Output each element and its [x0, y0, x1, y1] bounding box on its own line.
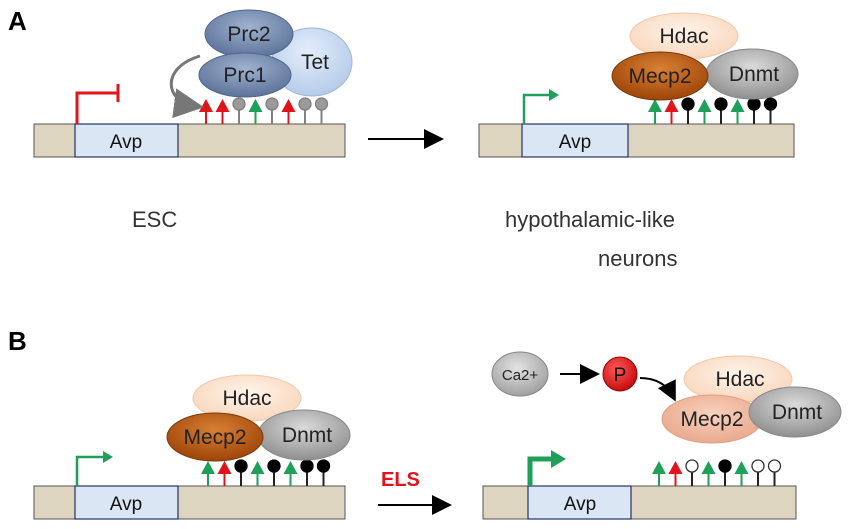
- avp-gene-box: [521, 123, 629, 158]
- panel-a-esc-locus: Avp: [33, 84, 346, 158]
- hdac-label: Hdac: [659, 25, 708, 48]
- active-promoter-icon: [522, 93, 550, 124]
- panel-a-esc-complex: Tet Prc2 Prc1: [169, 9, 353, 119]
- unmethylated-cpg: [298, 97, 312, 124]
- active-promoter-arrowhead: [103, 451, 113, 463]
- prc2-label: Prc2: [227, 23, 270, 46]
- mecp2-label: Mecp2: [183, 426, 246, 449]
- active-promoter-icon: [75, 455, 104, 486]
- methylation-marks: [199, 97, 329, 124]
- demethylated-cpg: [751, 459, 765, 486]
- avp-gene-box: [74, 123, 179, 158]
- methylated-cpg: [718, 459, 732, 486]
- avp-gene-box: [74, 485, 179, 520]
- active-histone-mark: [730, 99, 745, 124]
- mecp2-protein: [166, 412, 264, 462]
- avp-gene-box: [527, 485, 632, 520]
- panel-b-els-complex: Hdac Mecp2 Dnmt: [661, 355, 842, 444]
- mecp2-label: Mecp2: [680, 408, 743, 431]
- dnmt-label: Dnmt: [282, 424, 332, 447]
- active-histone-mark: [283, 461, 298, 486]
- repressive-histone-mark: [199, 99, 213, 124]
- methylated-cpg: [714, 97, 728, 124]
- demethylated-cpg: [767, 459, 782, 486]
- panel-a-neuron-complex: Hdac Dnmt Mecp2: [611, 12, 799, 101]
- dnmt-protein: [748, 386, 842, 438]
- active-histone-mark: [734, 461, 749, 486]
- neuron-caption-line1: hypothalamic-like: [505, 207, 675, 232]
- unmethylated-cpg: [232, 97, 246, 124]
- phospho-label: P: [614, 365, 627, 386]
- methylated-cpg: [316, 459, 331, 486]
- repressive-histone-mark: [217, 461, 232, 486]
- hdac-label: Hdac: [222, 387, 271, 410]
- active-histone-mark: [648, 99, 662, 124]
- hdac-label: Hdac: [715, 368, 764, 391]
- neuron-caption-line2: neurons: [598, 246, 678, 271]
- repressed-promoter-icon: [75, 84, 120, 124]
- methylation-marks: [652, 459, 782, 486]
- panel-b-label: B: [8, 326, 27, 356]
- mecp2-protein: [611, 51, 709, 101]
- methylated-cpg: [267, 459, 281, 486]
- active-histone-mark: [201, 461, 215, 486]
- avp-gene-label: Avp: [564, 494, 596, 515]
- dnmt-label: Dnmt: [729, 63, 779, 86]
- methylated-cpg: [300, 459, 314, 486]
- panel-a-label: A: [8, 6, 27, 36]
- methylation-marks: [201, 459, 331, 486]
- active-histone-mark: [250, 461, 265, 486]
- panel-b-els-locus: Avp: [482, 450, 797, 520]
- active-promoter-arrowhead: [549, 89, 559, 101]
- avp-gene-label: Avp: [559, 132, 591, 153]
- panel-a-neuron-locus: Avp: [478, 89, 795, 158]
- methylated-cpg: [234, 459, 248, 486]
- calcium-label: Ca2+: [502, 367, 539, 384]
- els-label: ELS: [381, 469, 420, 491]
- active-histone-mark: [697, 99, 712, 124]
- recruitment-arrow-icon: [169, 54, 204, 119]
- panel-b-signaling: Ca2+ P: [491, 351, 676, 402]
- methylated-cpg: [763, 97, 778, 124]
- active-histone-mark: [701, 461, 716, 486]
- phospho-arrow-icon: [639, 377, 676, 402]
- methylated-cpg: [681, 97, 695, 124]
- strong-promoter-icon: [527, 456, 553, 486]
- repressive-histone-mark: [668, 461, 683, 486]
- avp-gene-label: Avp: [110, 494, 142, 515]
- panel-b-baseline-locus: Avp: [33, 451, 346, 520]
- phospho-group: [602, 356, 638, 392]
- active-histone-mark: [248, 99, 263, 124]
- methylated-cpg: [747, 97, 761, 124]
- unmethylated-cpg: [265, 97, 279, 124]
- dnmt-label: Dnmt: [772, 401, 822, 424]
- calcium-ion: [491, 351, 549, 397]
- demethylated-cpg: [685, 459, 699, 486]
- avp-gene-label: Avp: [110, 132, 142, 153]
- repressive-histone-mark: [664, 99, 679, 124]
- active-histone-mark: [652, 461, 666, 486]
- strong-promoter-arrowhead: [551, 450, 566, 468]
- repressive-histone-mark: [215, 99, 230, 124]
- methylation-marks: [648, 97, 778, 124]
- unmethylated-cpg: [314, 97, 329, 124]
- mecp2-label: Mecp2: [628, 65, 691, 88]
- esc-caption: ESC: [132, 207, 177, 232]
- prc1-protein: [198, 52, 292, 98]
- panel-b-baseline-complex: Hdac Dnmt Mecp2: [166, 374, 351, 462]
- prc1-label: Prc1: [223, 64, 266, 87]
- tet-label: Tet: [301, 51, 329, 74]
- repressive-histone-mark: [281, 99, 296, 124]
